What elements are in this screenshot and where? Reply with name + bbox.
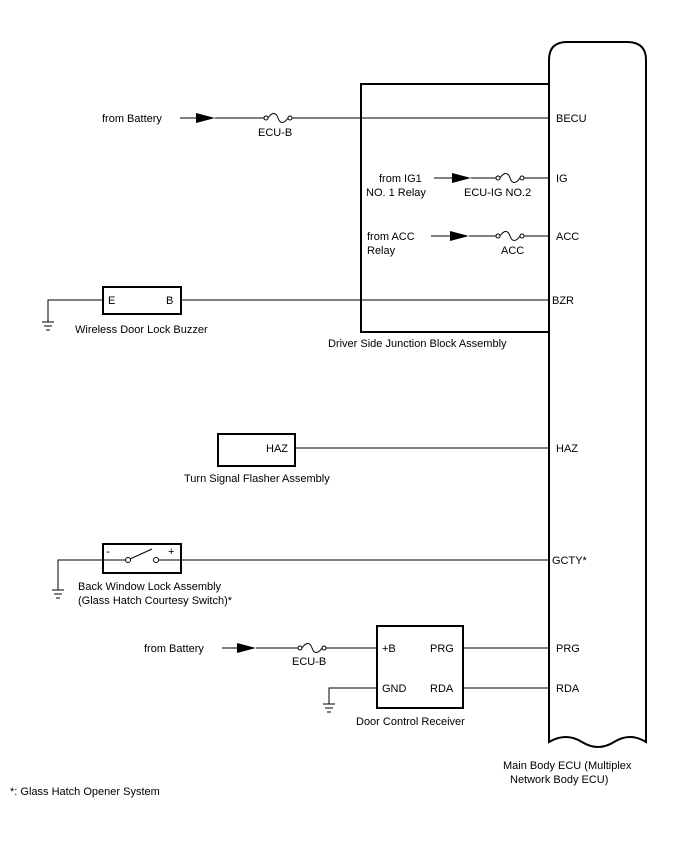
main-body-ecu-label-2: Network Body ECU) [510, 774, 608, 786]
flasher-pin: HAZ [266, 443, 288, 455]
acc-feed: from ACC Relay ACC ACC [367, 231, 579, 257]
fuse-terminal-icon [321, 645, 327, 651]
receiver-body [376, 625, 464, 709]
pin-rda-label: RDA [556, 683, 580, 695]
buzzer-pin-b: B [166, 295, 173, 307]
switch-contact-icon [153, 557, 159, 563]
ground-icon [42, 321, 54, 331]
fuse-terminal-icon [495, 175, 501, 181]
ig-arrow-icon [452, 173, 471, 183]
fuse-terminal-icon [263, 115, 269, 121]
battery-1-fuse-label: ECU-B [258, 127, 292, 139]
fuse-terminal-icon [519, 233, 525, 239]
battery-feed-receiver: from Battery ECU-B [144, 643, 377, 668]
ig-feed-label-2: NO. 1 Relay [366, 187, 426, 199]
fuse-terminal-icon [297, 645, 303, 651]
main-body-ecu: Main Body ECU (Multiplex Network Body EC… [503, 41, 647, 786]
receiver-label: Door Control Receiver [356, 716, 465, 728]
acc-feed-label-1: from ACC [367, 231, 415, 243]
battery-2-fuse-label: ECU-B [292, 656, 326, 668]
ground-icon [323, 703, 335, 713]
buzzer-body [102, 286, 182, 315]
battery-1-label: from Battery [102, 113, 162, 125]
ig-feed: from IG1 NO. 1 Relay ECU-IG NO.2 IG [366, 173, 568, 199]
buzzer-ground-wire [47, 299, 103, 322]
receiver-pin-b: +B [382, 643, 396, 655]
flasher-body [217, 433, 296, 467]
receiver-pin-gnd: GND [382, 683, 407, 695]
junction-block-label: Driver Side Junction Block Assembly [328, 338, 507, 350]
receiver-pin-prg: PRG [430, 643, 454, 655]
switch-blade-icon [129, 548, 153, 560]
main-body-ecu-outline [548, 41, 647, 748]
fuse-terminal-icon [495, 233, 501, 239]
battery-2-arrow-icon [237, 643, 256, 653]
ig-feed-label-1: from IG1 [379, 173, 422, 185]
door-control-receiver: +B PRG GND RDA Door Control Receiver PRG… [323, 625, 580, 728]
battery-feed-becu: from Battery ECU-B BECU [102, 113, 587, 139]
pin-becu-label: BECU [556, 113, 587, 125]
fuse-icon [301, 643, 323, 653]
acc-arrow-icon [450, 231, 469, 241]
receiver-ground-wire [328, 687, 377, 704]
fuse-icon [267, 113, 289, 123]
fuse-icon [499, 173, 521, 183]
fuse-terminal-icon [287, 115, 293, 121]
flasher: HAZ Turn Signal Flasher Assembly HAZ [184, 433, 578, 485]
lock-ground-wire [57, 559, 103, 590]
pin-acc-label: ACC [556, 231, 579, 243]
footnote: *: Glass Hatch Opener System [10, 786, 160, 798]
pin-haz-label: HAZ [556, 443, 578, 455]
acc-fuse-label: ACC [501, 245, 524, 257]
battery-2-label: from Battery [144, 643, 204, 655]
buzzer: E B Wireless Door Lock Buzzer BZR [42, 286, 574, 336]
flasher-label: Turn Signal Flasher Assembly [184, 473, 330, 485]
receiver-pin-rda: RDA [430, 683, 454, 695]
main-body-ecu-label: Main Body ECU (Multiplex [503, 760, 632, 772]
acc-feed-label-2: Relay [367, 245, 396, 257]
pin-bzr-label: BZR [552, 295, 574, 307]
ground-icon [52, 589, 64, 599]
lock-switch-minus: - [106, 546, 110, 558]
battery-1-arrow-icon [196, 113, 215, 123]
ig-fuse-label: ECU-IG NO.2 [464, 187, 531, 199]
lock-switch-body [102, 543, 182, 574]
fuse-terminal-icon [519, 175, 525, 181]
lock-switch-label-1: Back Window Lock Assembly [78, 581, 222, 593]
pin-prg-label: PRG [556, 643, 580, 655]
lock-switch: - + Back Window Lock Assembly (Glass Hat… [52, 543, 588, 607]
junction-block: Driver Side Junction Block Assembly [328, 83, 550, 350]
pin-gcty-label: GCTY* [552, 555, 588, 567]
buzzer-label: Wireless Door Lock Buzzer [75, 324, 208, 336]
pin-ig-label: IG [556, 173, 568, 185]
switch-contact-icon [125, 557, 131, 563]
junction-block-outline [360, 83, 550, 333]
lock-switch-plus: + [168, 546, 174, 558]
fuse-icon [499, 231, 521, 241]
buzzer-pin-e: E [108, 295, 115, 307]
lock-switch-label-2: (Glass Hatch Courtesy Switch)* [78, 595, 233, 607]
